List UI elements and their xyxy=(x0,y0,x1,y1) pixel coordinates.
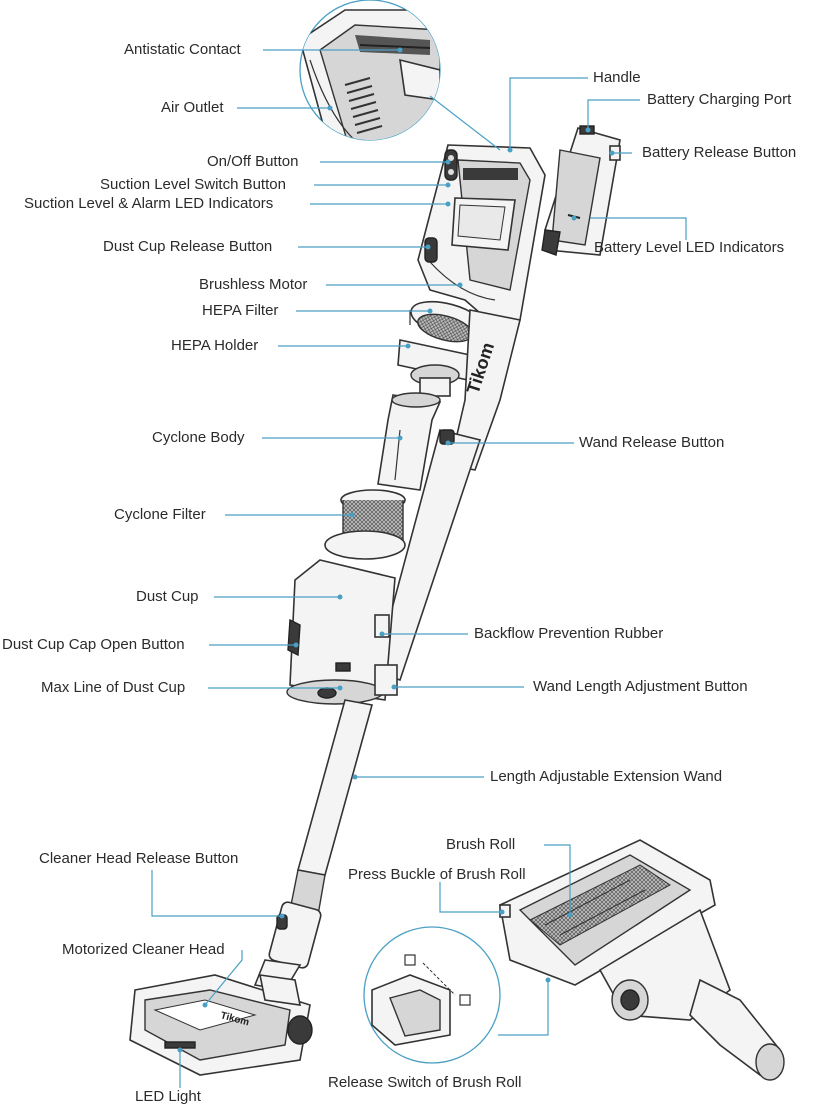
label-antistatic-contact: Antistatic Contact xyxy=(124,41,241,58)
label-cyclone-filter: Cyclone Filter xyxy=(114,506,206,523)
label-press-buckle-of-brush-roll: Press Buckle of Brush Roll xyxy=(348,866,526,883)
label-max-line-of-dust-cup: Max Line of Dust Cup xyxy=(41,679,186,696)
extension-wand xyxy=(253,699,374,991)
label-motorized-cleaner-head: Motorized Cleaner Head xyxy=(62,941,225,958)
cleaner-head-left: Tikom xyxy=(129,974,313,1076)
label-suction-level-switch-button: Suction Level Switch Button xyxy=(100,176,286,193)
handle-body xyxy=(417,144,546,331)
label-backflow-prevention-rubber: Backflow Prevention Rubber xyxy=(474,625,664,642)
label-handle: Handle xyxy=(593,69,641,86)
hepa-holder-part xyxy=(397,339,471,397)
label-length-adjustable-extension-wand: Length Adjustable Extension Wand xyxy=(490,768,723,785)
label-release-switch-of-brush-roll: Release Switch of Brush Roll xyxy=(328,1074,522,1091)
label-cyclone-body: Cyclone Body xyxy=(152,429,245,446)
leader-lines xyxy=(151,49,687,1088)
label-brushless-motor: Brushless Motor xyxy=(199,276,308,293)
cyclone-body-part xyxy=(377,392,442,491)
label-battery-charging-port: Battery Charging Port xyxy=(647,91,792,108)
label-wand-release-button: Wand Release Button xyxy=(579,434,725,451)
label-wand-length-adjustment-button: Wand Length Adjustment Button xyxy=(533,678,748,695)
label-brush-roll: Brush Roll xyxy=(446,836,516,853)
label-battery-release-button: Battery Release Button xyxy=(642,144,797,161)
label-cleaner-head-release-button: Cleaner Head Release Button xyxy=(39,850,239,867)
label-suction-level-alarm-led: Suction Level & Alarm LED Indicators xyxy=(24,195,274,212)
wand-upper: Tikom xyxy=(374,309,521,682)
label-dust-cup-cap-open-button: Dust Cup Cap Open Button xyxy=(2,636,185,653)
label-on-off-button: On/Off Button xyxy=(207,153,299,170)
label-air-outlet: Air Outlet xyxy=(161,99,224,116)
cleaner-head-right xyxy=(499,839,785,1081)
dust-cup-part xyxy=(286,559,398,705)
zoom-detail-handle-top xyxy=(299,0,441,141)
cyclone-filter-part xyxy=(324,489,406,560)
label-battery-level-led: Battery Level LED Indicators xyxy=(594,239,785,256)
zoom-detail-brush-switch xyxy=(363,926,501,1064)
label-dust-cup: Dust Cup xyxy=(136,588,199,605)
label-led-light: LED Light xyxy=(135,1088,201,1105)
leader-dots xyxy=(177,47,615,1053)
battery-pack xyxy=(541,125,621,256)
label-dust-cup-release-button: Dust Cup Release Button xyxy=(103,238,273,255)
label-hepa-filter: HEPA Filter xyxy=(202,302,279,319)
label-hepa-holder: HEPA Holder xyxy=(171,337,259,354)
